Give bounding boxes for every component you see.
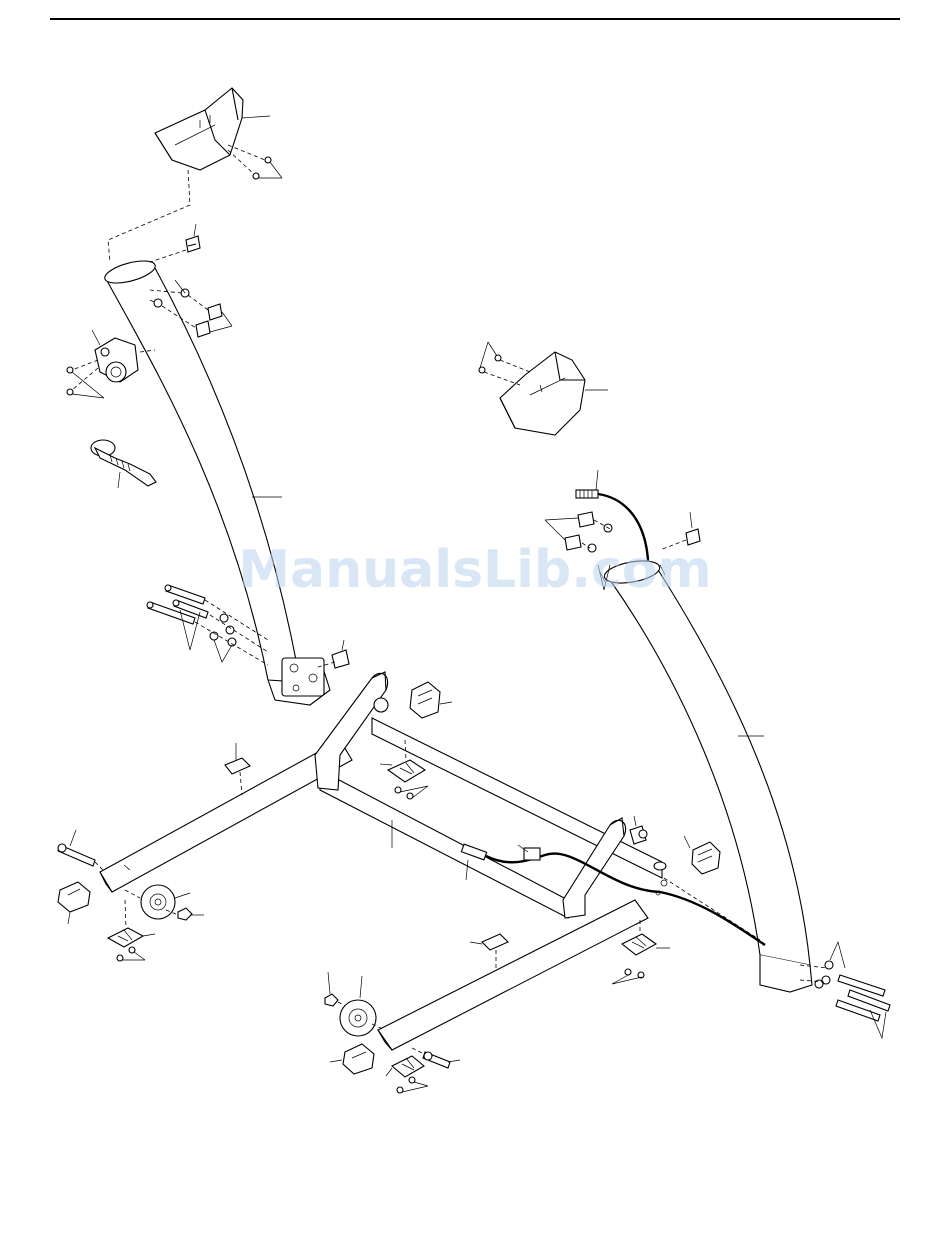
left-end-cap xyxy=(58,882,90,924)
upright-top-bolt xyxy=(150,224,200,262)
harness-bolts xyxy=(545,512,700,552)
right-bolt-mid xyxy=(630,816,647,844)
right-mid-bracket xyxy=(684,836,720,874)
cover-screws-left xyxy=(228,145,282,179)
right-console-cover xyxy=(500,352,608,435)
left-pin xyxy=(58,830,105,872)
front-label xyxy=(470,934,508,970)
center-label xyxy=(225,743,250,795)
front-foot-pad xyxy=(386,1056,428,1093)
rear-bracket xyxy=(410,682,452,718)
front-end-cap xyxy=(330,1044,374,1074)
left-console-cover xyxy=(155,88,270,170)
long-bolts-right xyxy=(800,942,890,1038)
left-wheel xyxy=(125,885,204,920)
front-wheel xyxy=(325,972,385,1036)
long-bolts-left xyxy=(147,585,208,650)
incline-knob xyxy=(91,440,156,488)
